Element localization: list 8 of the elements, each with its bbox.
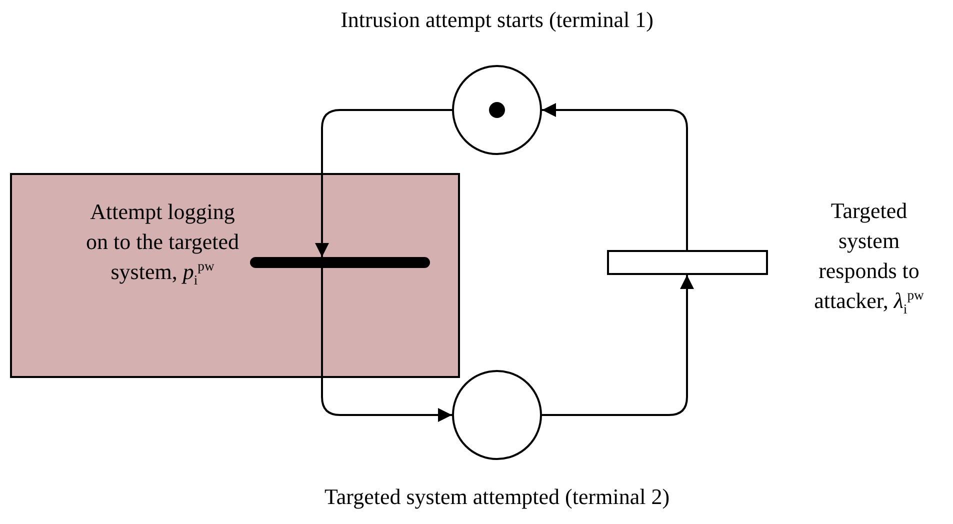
shaded-box [10, 173, 460, 378]
place-label: Targeted system attempted (terminal 2) [323, 483, 671, 511]
transition-bar [250, 257, 430, 268]
place-label: Intrusion attempt starts (terminal 1) [340, 6, 654, 34]
arrow [315, 109, 452, 257]
arrow [321, 268, 452, 422]
arrow [542, 275, 694, 416]
arrow [542, 103, 688, 250]
